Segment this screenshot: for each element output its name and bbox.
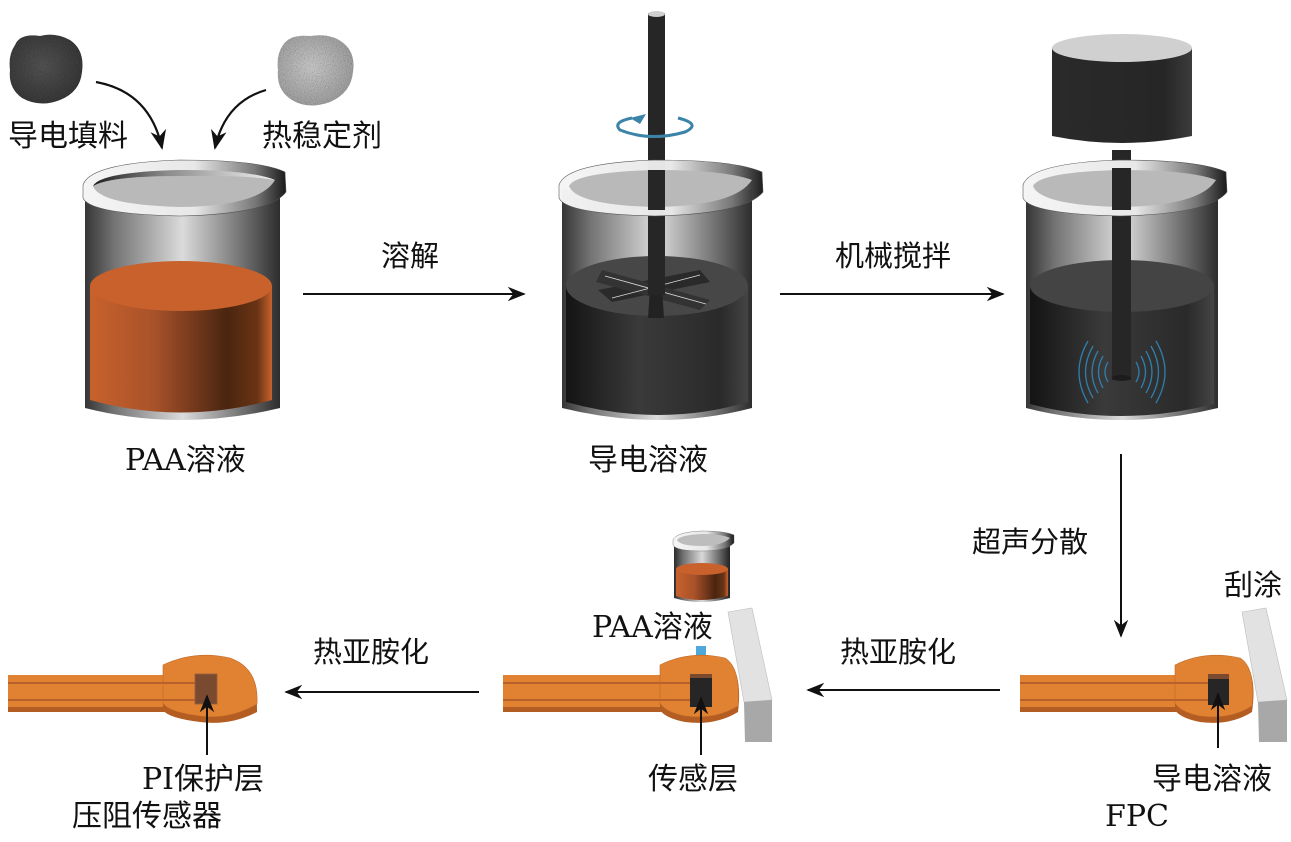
sensing-layer-label: 传感层 bbox=[648, 762, 738, 797]
heat-stabilizer-powder-icon bbox=[277, 35, 354, 106]
piezoresistive-sensor-label: 压阻传感器 bbox=[72, 799, 222, 834]
scraper-blade-stage1 bbox=[1241, 607, 1288, 742]
small-beaker-paa bbox=[672, 530, 735, 602]
fpc-label: FPC bbox=[1105, 799, 1169, 834]
step-thermal-imidization-1-label: 热亚胺化 bbox=[840, 635, 956, 669]
step-mechanical-stir-label: 机械搅拌 bbox=[835, 239, 951, 273]
step-ultrasonic-label: 超声分散 bbox=[972, 525, 1088, 559]
scraper-blade-stage2 bbox=[727, 607, 773, 742]
stabilizer-into-beaker-arrow bbox=[211, 88, 267, 150]
ultrasonic-wave-icon bbox=[1078, 340, 1166, 404]
filler-into-beaker-arrow bbox=[95, 80, 167, 150]
beaker1-label: PAA溶液 bbox=[125, 443, 246, 478]
beaker-conductive-stirring bbox=[558, 11, 764, 420]
conductive-filler-label: 导电填料 bbox=[8, 119, 128, 154]
beaker2-label: 导电溶液 bbox=[588, 443, 708, 478]
conductive-filler-powder-icon bbox=[9, 34, 83, 104]
scrape-coat-label: 刮涂 bbox=[1224, 568, 1282, 602]
ultrasonic-probe-motor-icon bbox=[1052, 34, 1192, 143]
fpc-substrate-stage2 bbox=[503, 654, 740, 723]
step-dissolve-label: 溶解 bbox=[381, 239, 439, 273]
pi-protective-layer-label: PI保护层 bbox=[142, 762, 264, 797]
fpc-substrate-stage1 bbox=[1020, 654, 1254, 723]
step-thermal-imidization-2-label: 热亚胺化 bbox=[313, 635, 429, 669]
beaker-paa-solution bbox=[82, 159, 287, 420]
conductive-solution-label: 导电溶液 bbox=[1152, 762, 1272, 797]
piezoresistive-sensor bbox=[8, 654, 258, 723]
beaker-ultrasonic bbox=[1022, 34, 1228, 420]
heat-stabilizer-label: 热稳定剂 bbox=[262, 119, 382, 154]
rotation-arrow-icon bbox=[616, 114, 694, 139]
paa-solution-small-label: PAA溶液 bbox=[592, 610, 713, 645]
